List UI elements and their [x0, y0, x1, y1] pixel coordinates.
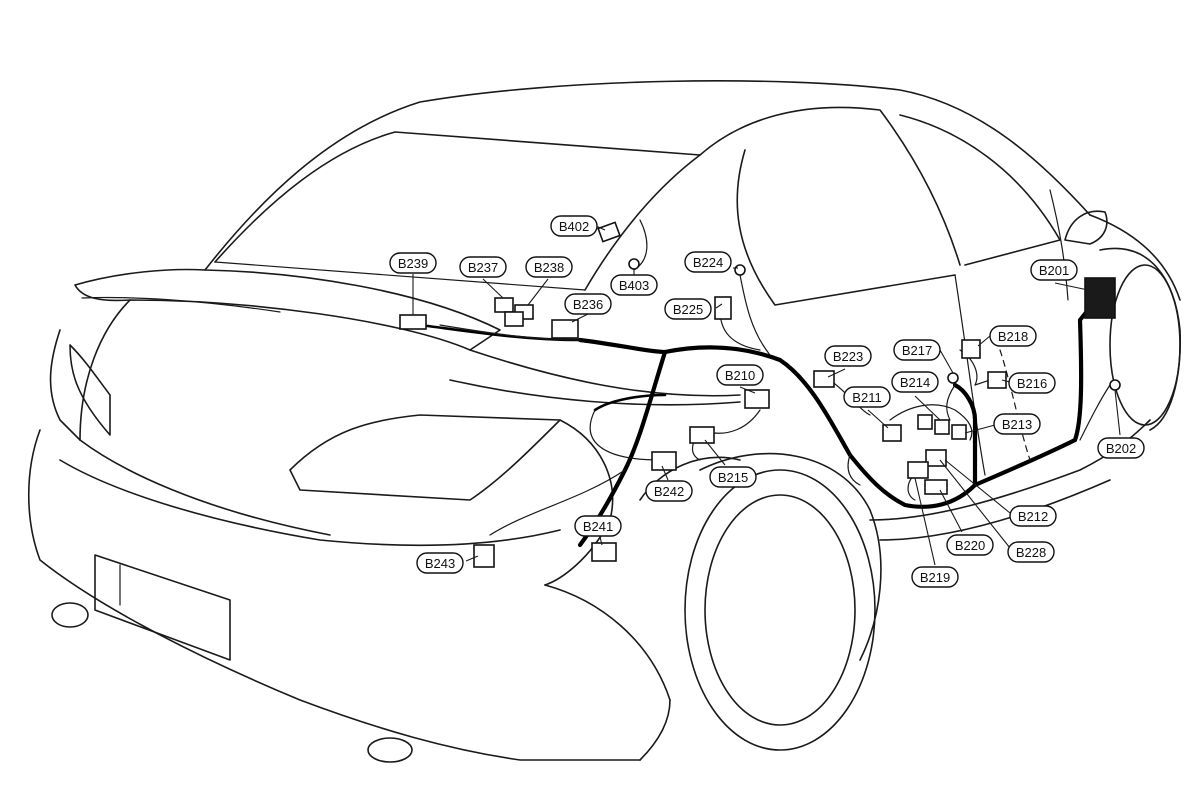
- connector-label-b237: B237: [459, 256, 507, 278]
- connector-label-b214: B214: [891, 371, 939, 393]
- connector-label-text: B220: [955, 538, 985, 553]
- connector-label-text: B243: [425, 556, 455, 571]
- connector-label-text: B201: [1039, 263, 1069, 278]
- connector-label-text: B238: [534, 260, 564, 275]
- connector-label-box: [709, 466, 757, 488]
- connector-label-text: B219: [920, 570, 950, 585]
- connector-label-b201: B201: [1030, 259, 1078, 281]
- connector-label-b403: B403: [610, 274, 658, 296]
- connector-label-box: [1008, 372, 1056, 394]
- connector-label-text: B236: [573, 297, 603, 312]
- connector-label-box: [684, 251, 732, 273]
- connector-label-box: [1007, 541, 1055, 563]
- connector-label-text: B217: [902, 343, 932, 358]
- connector-label-text: B225: [673, 302, 703, 317]
- connector-label-box: [1097, 437, 1145, 459]
- connector-label-text: B218: [998, 329, 1028, 344]
- connector-label-b215: B215: [709, 466, 757, 488]
- connector-label-box: [1009, 505, 1057, 527]
- connector-label-b212: B212: [1009, 505, 1057, 527]
- connector-label-b213: B213: [993, 413, 1041, 435]
- connector-label-b239: B239: [389, 252, 437, 274]
- connector-label-text: B241: [583, 519, 613, 534]
- connector-label-text: B239: [398, 256, 428, 271]
- connector-label-box: [525, 256, 573, 278]
- connector-label-box: [893, 339, 941, 361]
- connector-label-b228: B228: [1007, 541, 1055, 563]
- connector-label-b402: B402: [550, 215, 598, 237]
- connector-label-text: B213: [1002, 417, 1032, 432]
- connector-label-b241: B241: [574, 515, 622, 537]
- connector-label-b202: B202: [1097, 437, 1145, 459]
- connector-label-box: [993, 413, 1041, 435]
- connector-label-b242: B242: [645, 480, 693, 502]
- connector-label-box: [574, 515, 622, 537]
- connector-label-box: [645, 480, 693, 502]
- connector-label-b219: B219: [911, 566, 959, 588]
- connector-label-text: B211: [852, 390, 881, 405]
- connector-label-b211: B211: [843, 386, 891, 408]
- connector-label-text: B216: [1017, 376, 1047, 391]
- connector-label-box: [716, 364, 764, 386]
- connector-label-text: B202: [1106, 441, 1136, 456]
- connector-label-text: B237: [468, 260, 498, 275]
- connector-label-text: B242: [654, 484, 684, 499]
- connector-label-text: B212: [1018, 509, 1048, 524]
- connector-label-box: [416, 552, 464, 574]
- connector-label-box: [911, 566, 959, 588]
- leader-lines: [412, 225, 1121, 566]
- connector-label-b220: B220: [946, 534, 994, 556]
- connector-label-box: [459, 256, 507, 278]
- connector-label-box: [843, 386, 891, 408]
- connector-label-text: B403: [619, 278, 649, 293]
- connector-label-b236: B236: [564, 293, 612, 315]
- connector-label-b216: B216: [1008, 372, 1056, 394]
- connector-label-box: [1030, 259, 1078, 281]
- connector-label-text: B224: [693, 255, 723, 270]
- connector-label-box: [824, 345, 872, 367]
- connector-label-box: [664, 298, 712, 320]
- connector-label-text: B210: [725, 368, 755, 383]
- connector-label-box: [891, 371, 939, 393]
- connector-label-box: [989, 325, 1037, 347]
- car-body: [27, 80, 1182, 763]
- connector-label-b218: B218: [989, 325, 1037, 347]
- connector-label-box: [389, 252, 437, 274]
- connector-label-text: B215: [718, 470, 748, 485]
- connector-label-b224: B224: [684, 251, 732, 273]
- connector-label-b210: B210: [716, 364, 764, 386]
- connector-label-box: [550, 215, 598, 237]
- connector-label-box: [564, 293, 612, 315]
- connector-label-box: [610, 274, 658, 296]
- connector-label-b238: B238: [525, 256, 573, 278]
- connector-label-text: B402: [559, 219, 589, 234]
- connector-symbols: [399, 221, 1116, 568]
- connector-label-text: B223: [833, 349, 863, 364]
- connector-label-b243: B243: [416, 552, 464, 574]
- connector-label-b225: B225: [664, 298, 712, 320]
- wiring-harness: [418, 219, 1121, 548]
- connector-label-text: B228: [1016, 545, 1046, 560]
- connector-label-b223: B223: [824, 345, 872, 367]
- connector-label-text: B214: [900, 375, 930, 390]
- connector-label-b217: B217: [893, 339, 941, 361]
- connector-label-box: [946, 534, 994, 556]
